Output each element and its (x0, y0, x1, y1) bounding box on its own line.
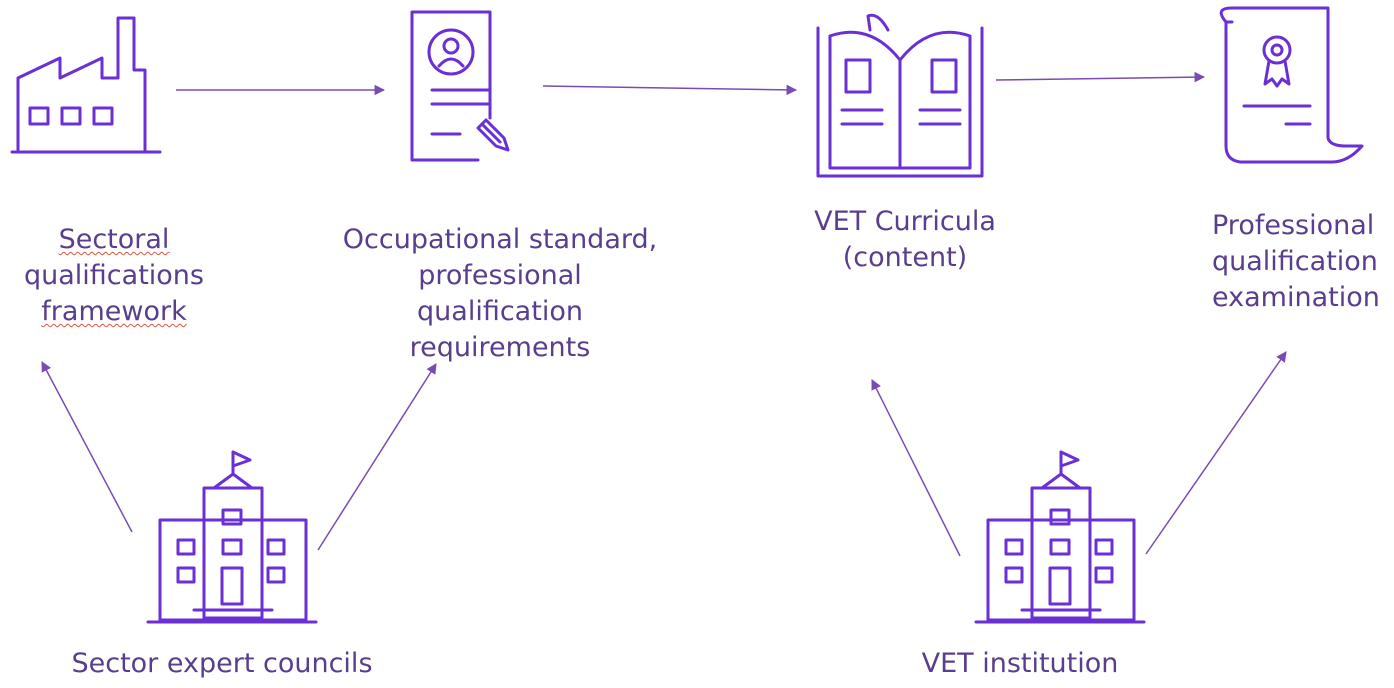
resume-document-icon (410, 10, 510, 162)
node-label-vet-institution: VET institution (900, 646, 1140, 682)
arrow-councils-to-standard (317, 363, 437, 551)
open-book-icon (816, 13, 984, 178)
label-line: qualification (417, 296, 583, 327)
node-label-occupational-standard: Occupational standard, professional qual… (306, 222, 694, 366)
label-line: (content) (842, 242, 968, 273)
label-line: VET institution (921, 648, 1119, 679)
label-line: professional (418, 260, 582, 291)
arrow-standard-to-curricula (542, 84, 798, 96)
arrow-curricula-to-examination (995, 71, 1206, 83)
node-label-vet-curricula: VET Curricula (content) (790, 204, 1020, 276)
factory-icon (10, 16, 162, 154)
label-line: qualifications (24, 260, 204, 291)
certificate-scroll-icon (1219, 6, 1364, 164)
node-label-sector-expert-councils: Sector expert councils (52, 646, 392, 682)
node-label-sectoral-framework: Sectoral qualifications framework (0, 222, 228, 330)
node-label-professional-examination: Professional qualification examination (1212, 208, 1380, 316)
label-line: qualification (1212, 246, 1378, 277)
arrow-institution-to-curricula (871, 379, 961, 557)
label-line: Sectoral (58, 224, 170, 255)
building-flag-icon (974, 450, 1146, 624)
label-line: examination (1212, 282, 1380, 313)
label-line: Sector expert councils (71, 648, 373, 679)
label-line: Professional (1212, 210, 1375, 241)
arrow-institution-to-examination (1145, 351, 1287, 555)
building-flag-icon (146, 450, 318, 624)
label-line: VET Curricula (814, 206, 996, 237)
arrow-councils-to-framework (41, 361, 133, 533)
label-line: requirements (409, 332, 591, 363)
label-line: Occupational standard, (342, 224, 658, 255)
label-line: framework (41, 296, 187, 327)
